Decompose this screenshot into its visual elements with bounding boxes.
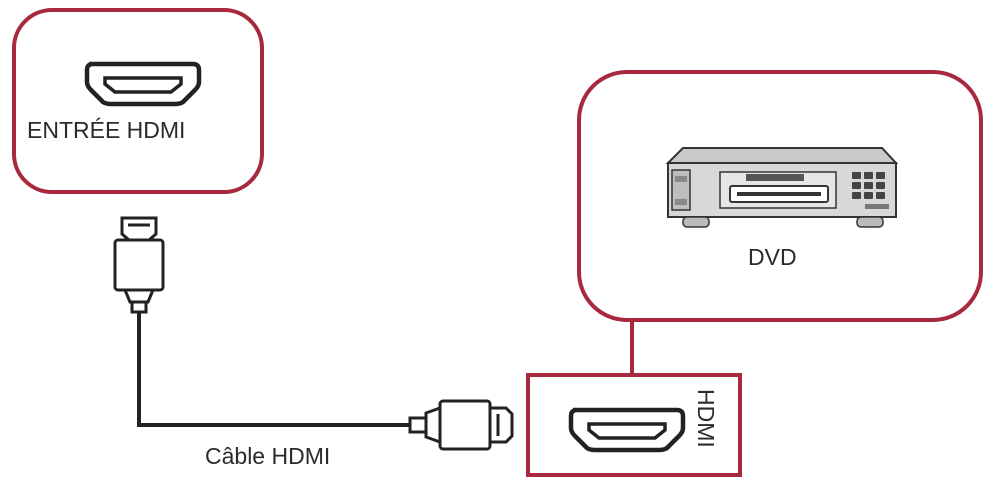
hdmi-input-label: ENTRÉE HDMI — [27, 117, 186, 143]
hdmi-port-label: HDMI — [693, 389, 719, 448]
dvd-player-icon — [665, 147, 899, 228]
hdmi-port-icon — [84, 61, 202, 107]
hdmi-plug-icon — [408, 399, 514, 451]
hdmi-port-icon — [568, 407, 686, 453]
hdmi-cable — [137, 310, 412, 427]
hdmi-cable-label: Câble HDMI — [205, 443, 331, 469]
dvd-label: DVD — [748, 244, 797, 270]
hdmi-plug-icon — [113, 216, 165, 314]
